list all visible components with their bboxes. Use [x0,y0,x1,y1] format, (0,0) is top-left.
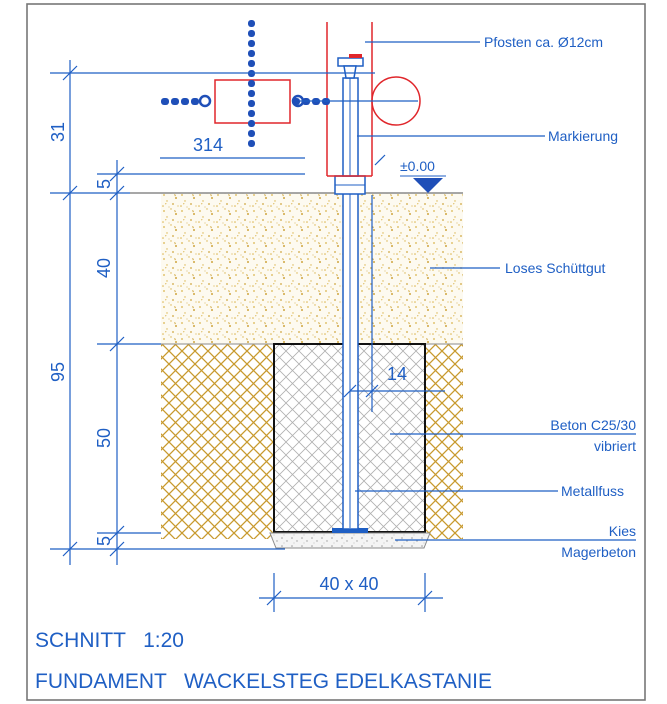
dim-50: 50 [94,428,114,448]
post-label: Pfosten ca. Ø12cm [484,34,603,50]
drawing-frame [26,3,646,701]
dim-95: 95 [48,362,68,382]
dim-5-bottom: 5 [94,536,114,546]
lean-concrete-label: Magerbeton [561,544,636,560]
metal-foot-plate [332,528,368,533]
ground-hatch-left [161,344,274,539]
dim-31: 31 [48,122,68,142]
drawing-title-line1: SCHNITT 1:20 [35,629,184,652]
metal-foot-label: Metallfuss [561,483,624,499]
chain-vertical [248,20,255,147]
dim-40x40: 40 x 40 [319,574,378,594]
dim-314: 314 [193,135,223,155]
level-mark-label: ±0.00 [400,158,435,174]
post-cap [337,57,364,67]
marking-label: Markierung [548,128,618,144]
chain-shackle-left [198,94,212,108]
dim-14: 14 [387,364,407,384]
post-cap-neck [343,65,357,79]
dimension-lines [50,60,445,612]
gravel-label: Kies [609,523,636,539]
gravel-texture [270,533,430,548]
leader-lines [355,41,636,541]
post-top-red-mark [349,54,362,58]
concrete-label-line2: vibriert [594,438,636,454]
loose-fill-texture [161,193,463,344]
drawing-title-line2: FUNDAMENT WACKELSTEG EDELKASTANIE [35,670,492,693]
level-triangle [413,178,443,193]
dim-5-top: 5 [94,179,114,189]
ground-hatch-right [425,344,463,539]
concrete-label-line1: Beton C25/30 [550,417,636,433]
loose-fill-label: Loses Schüttgut [505,260,606,276]
dim-40: 40 [94,258,114,278]
